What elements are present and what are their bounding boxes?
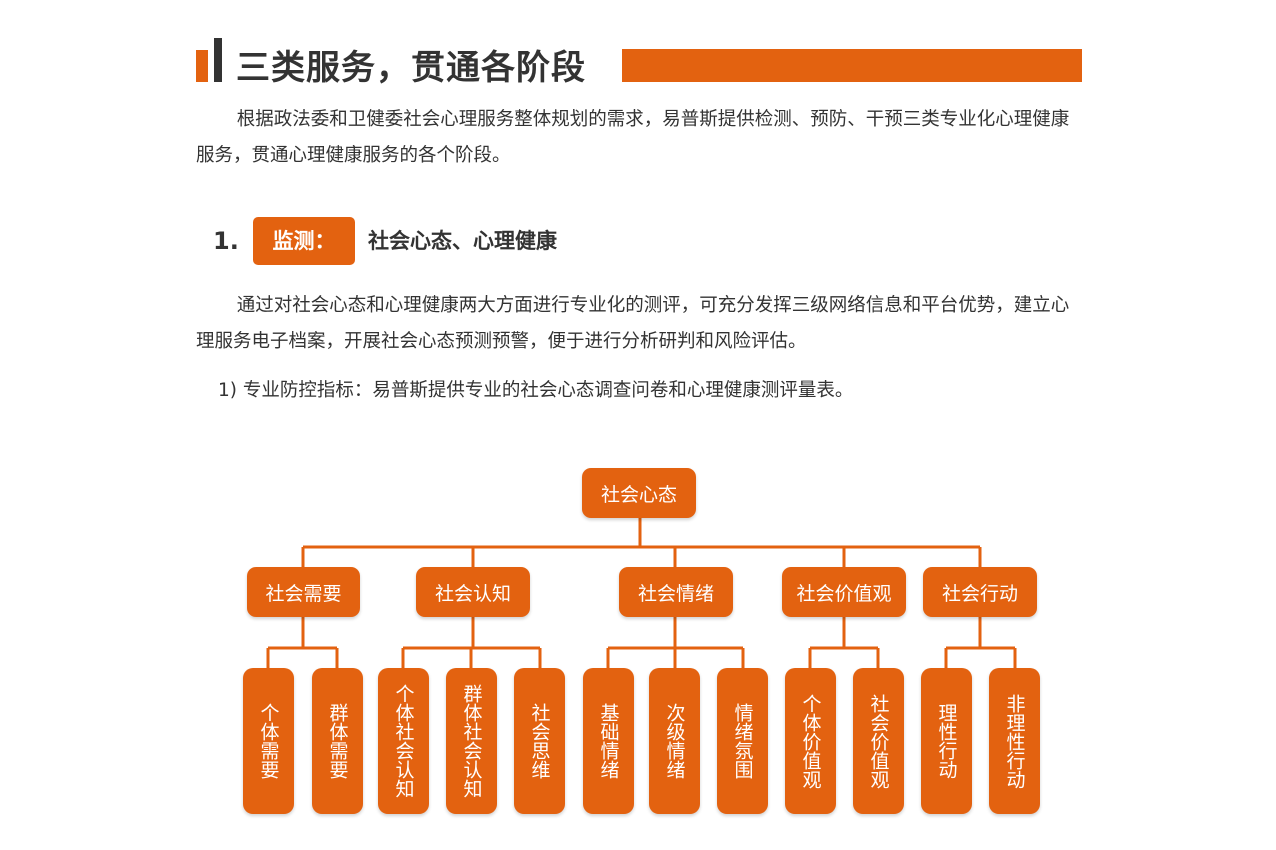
tree-leaf: 个体社会认知	[378, 668, 429, 814]
tree-node-social-action: 社会行动	[923, 567, 1037, 617]
tree-node-social-emotion: 社会情绪	[619, 567, 733, 617]
tree-leaf: 个体价值观	[785, 668, 836, 814]
tree-leaf: 个体需要	[243, 668, 294, 814]
section-paragraph: 通过对社会心态和心理健康两大方面进行专业化的测评，可充分发挥三级网络信息和平台优…	[196, 295, 1070, 352]
tree-node-social-values: 社会价值观	[782, 567, 906, 617]
tree-leaf: 群体社会认知	[446, 668, 497, 814]
tree-leaf: 社会思维	[514, 668, 565, 814]
section-item: 1) 专业防控指标：易普斯提供专业的社会心态调查问卷和心理健康测评量表。	[218, 380, 854, 401]
tree-leaf: 非理性行动	[989, 668, 1040, 814]
section-badge: 监测：	[253, 217, 355, 265]
section-number: 1.	[213, 227, 239, 255]
page-title: 三类服务，贯通各阶段	[236, 48, 586, 88]
header-rule	[622, 49, 1082, 82]
tree-root-node: 社会心态	[582, 468, 696, 518]
header-dark-bar	[214, 38, 222, 82]
tree-leaf: 情绪氛围	[717, 668, 768, 814]
tree-leaf: 群体需要	[312, 668, 363, 814]
header-accent-bar	[196, 50, 208, 82]
intro-paragraph: 根据政法委和卫健委社会心理服务整体规划的需求，易普斯提供检测、预防、干预三类专业…	[196, 109, 1070, 166]
tree-leaf: 理性行动	[921, 668, 972, 814]
tree-leaf: 基础情绪	[583, 668, 634, 814]
section-subtitle: 社会心态、心理健康	[368, 229, 557, 253]
tree-node-social-cognition: 社会认知	[416, 567, 530, 617]
tree-node-social-needs: 社会需要	[247, 567, 360, 617]
tree-leaf: 次级情绪	[649, 668, 700, 814]
tree-leaf: 社会价值观	[853, 668, 904, 814]
